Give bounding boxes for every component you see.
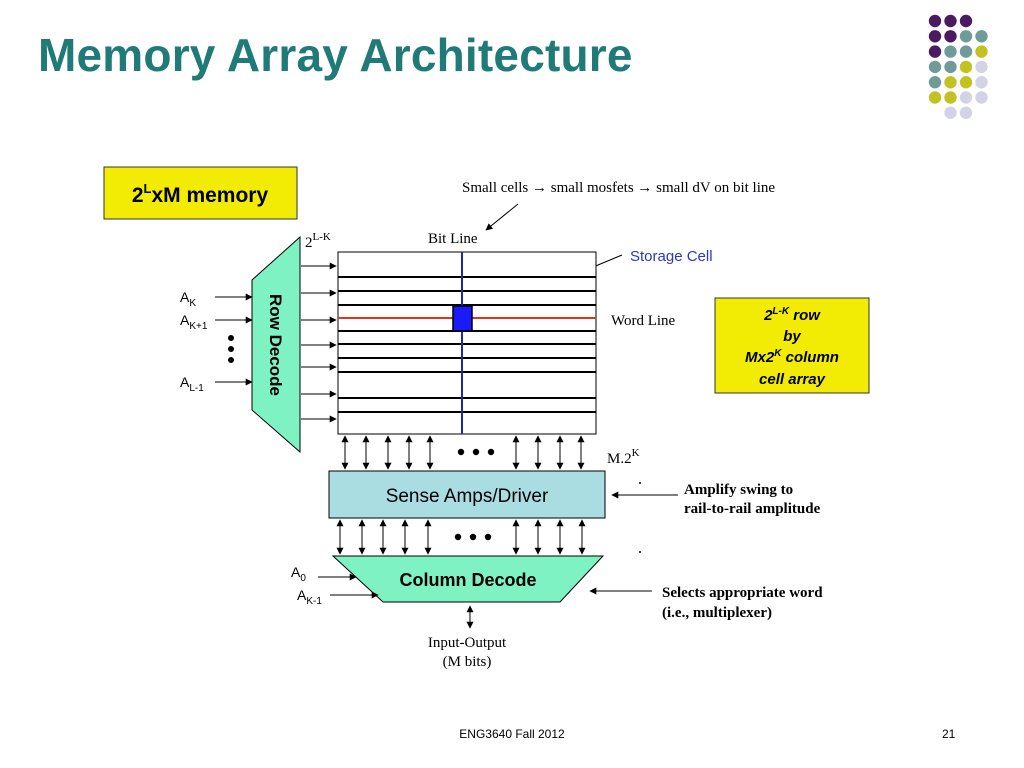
input-output-label-line-2: (M bits): [443, 654, 492, 670]
decorative-dot: [944, 91, 957, 104]
decorative-dot: [975, 45, 988, 58]
footer-page-number: 21: [942, 727, 956, 741]
storage-cell-label: Storage Cell: [630, 248, 713, 265]
bit-line-connections: [341, 435, 585, 470]
address-input-ak1: AK+1: [180, 312, 208, 332]
decorative-dot: [928, 30, 942, 43]
decorative-dot-grid: [928, 14, 988, 120]
decorative-dot: [959, 14, 973, 28]
stray-mark: [639, 551, 641, 553]
sense-amps-block: [328, 470, 606, 519]
row-decoder-outputs: [301, 262, 337, 423]
storage-cell: [452, 305, 473, 332]
decorative-dot: [975, 30, 988, 43]
decorative-dot: [959, 91, 973, 104]
array-callout-line-1: 2L-K row: [763, 306, 821, 324]
decorative-dot: [928, 91, 942, 104]
decorative-dot: [944, 45, 957, 58]
sense-amps-label: Sense Amps/Driver: [386, 486, 549, 507]
decorative-dot: [928, 14, 942, 28]
decorative-dot: [959, 30, 973, 43]
bit-line-label: Bit Line: [428, 231, 478, 247]
address-ellipsis-dots: [228, 335, 234, 363]
row-decoder: [251, 235, 301, 454]
column-address-a0: A0: [291, 564, 306, 584]
bit-line-ellipsis-dots: [457, 448, 495, 456]
column-count-label: M.2K: [607, 447, 640, 467]
selects-note-line-2: (i.e., multiplexer): [662, 605, 772, 621]
column-address-ak1: AK-1: [297, 587, 322, 607]
decorative-dot: [928, 45, 942, 58]
small-cells-note: Small cells → small mosfets → small dV o…: [462, 180, 775, 196]
column-decode-label: Column Decode: [399, 570, 536, 590]
column-decoder: [331, 555, 605, 603]
selects-note-line-1: Selects appropriate word: [662, 585, 823, 601]
stray-mark: [639, 482, 641, 484]
decorative-dot: [975, 60, 988, 74]
array-callout-line-4: cell array: [759, 371, 826, 388]
decorative-dot: [959, 45, 973, 58]
amplify-note-line-2: rail-to-rail amplitude: [684, 501, 821, 517]
input-output-label-line-1: Input-Output: [428, 635, 507, 651]
decorative-dot: [944, 14, 957, 28]
word-lines: [338, 276, 596, 413]
decorative-dot: [959, 106, 973, 120]
amplify-note-line-1: Amplify swing to: [684, 482, 793, 498]
row-decode-label: Row Decode: [266, 294, 285, 396]
decorative-dot: [959, 76, 973, 89]
array-callout-box: [714, 297, 870, 394]
word-line-label: Word Line: [611, 313, 676, 329]
memory-size-box: [103, 166, 298, 220]
array-callout-line-2: by: [783, 328, 801, 345]
slide-title: Memory Array Architecture: [38, 29, 633, 81]
decorative-dot: [944, 106, 957, 120]
column-ellipsis-dots: [454, 533, 492, 541]
array-callout-line-3: Mx2K column: [745, 348, 839, 366]
decorative-dot: [975, 76, 988, 89]
address-input-al1: AL-1: [180, 374, 204, 394]
decorative-dot: [944, 76, 957, 89]
address-input-ak: AK: [180, 289, 196, 309]
decorative-dot: [944, 30, 957, 43]
decorative-dot: [975, 91, 988, 104]
small-cells-arrow: [485, 203, 519, 231]
sense-to-column-connections: [336, 519, 586, 555]
memory-size-label: 2LxM memory: [132, 181, 269, 207]
decorative-dot: [928, 76, 942, 89]
footer-course-label: ENG3640 Fall 2012: [459, 727, 565, 741]
decorative-dot: [944, 60, 957, 74]
decorative-dot: [959, 60, 973, 74]
row-count-label: 2L-K: [305, 231, 331, 251]
decorative-dot: [928, 60, 942, 74]
